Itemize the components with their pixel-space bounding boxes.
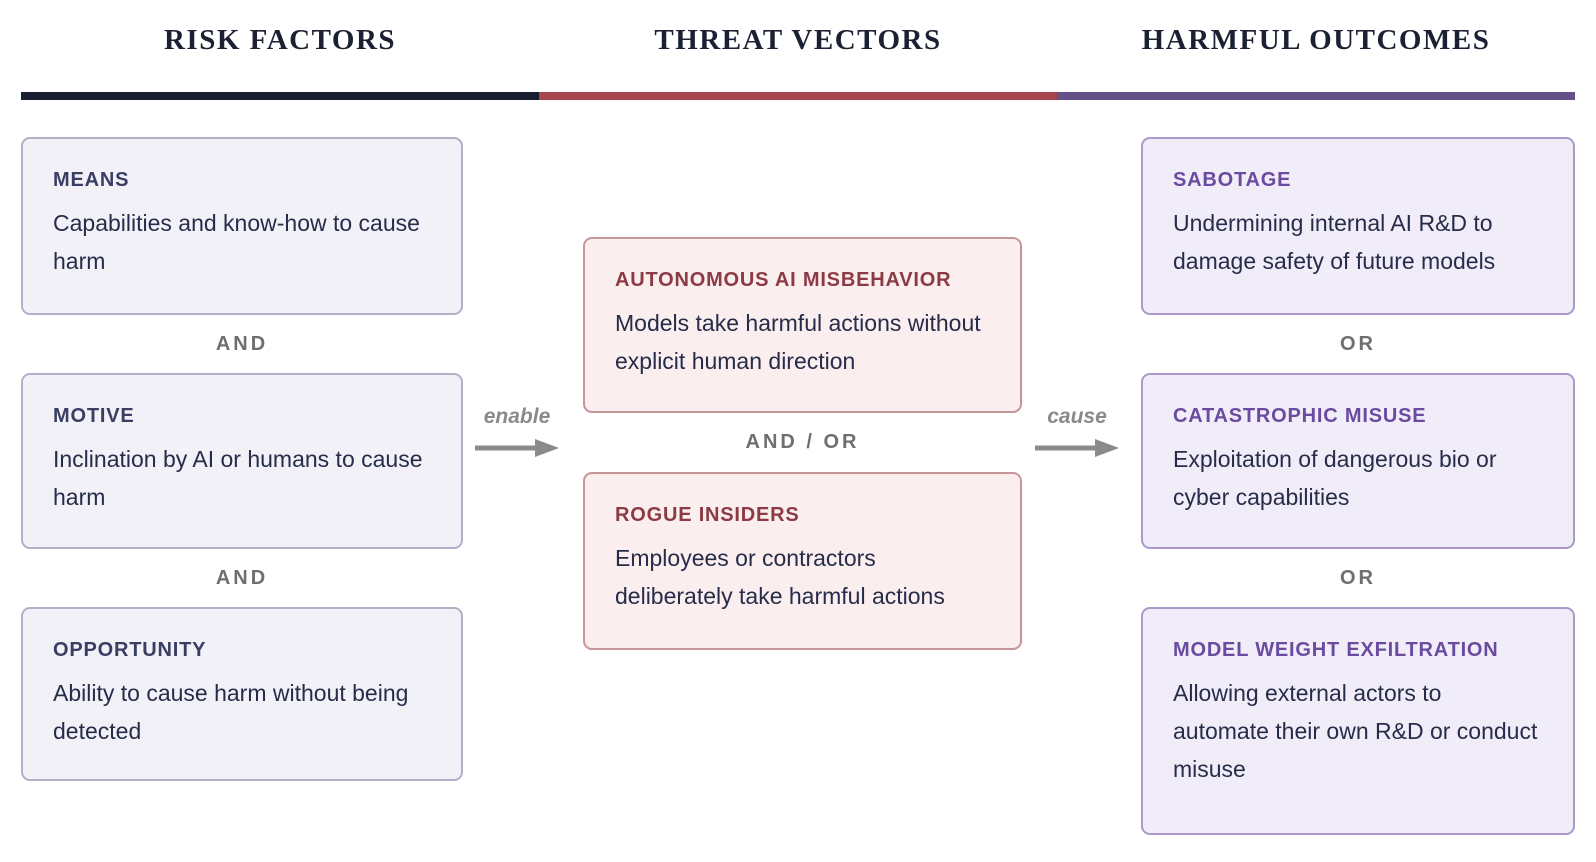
column-risk-factors: MEANS Capabilities and know-how to cause… — [21, 137, 463, 781]
box-motive-title: MOTIVE — [53, 405, 135, 427]
box-catastrophic-misuse: CATASTROPHIC MISUSE Exploitation of dang… — [1141, 373, 1575, 549]
cause-arrow-group: cause — [1030, 404, 1124, 457]
right-arrow-icon — [475, 439, 559, 457]
box-opportunity: OPPORTUNITY Ability to cause harm withou… — [21, 607, 463, 781]
box-sabotage-title: SABOTAGE — [1173, 169, 1292, 191]
box-autonomous-ai-misbehavior-body: Models take harmful actions without expl… — [615, 310, 981, 374]
box-opportunity-body: Ability to cause harm without being dete… — [53, 680, 409, 744]
divider-segment-risk — [21, 92, 539, 100]
connector-and-or: AND / OR — [745, 431, 860, 453]
connector-and-2: AND — [215, 566, 269, 589]
box-model-weight-exfiltration-title: MODEL WEIGHT EXFILTRATION — [1173, 639, 1499, 661]
enable-arrow-label: enable — [483, 405, 551, 428]
box-model-weight-exfiltration-body: Allowing external actors to automate the… — [1173, 680, 1538, 782]
box-rogue-insiders: ROGUE INSIDERS Employees or contractors … — [583, 472, 1022, 650]
box-motive-body: Inclination by AI or humans to cause har… — [53, 446, 423, 510]
cause-arrow-label: cause — [1047, 405, 1107, 428]
box-means-body: Capabilities and know-how to cause harm — [53, 210, 420, 274]
connector-and-1: AND — [215, 332, 269, 355]
box-means: MEANS Capabilities and know-how to cause… — [21, 137, 463, 315]
divider-segment-threat — [539, 92, 1057, 100]
right-arrow-icon — [1035, 439, 1119, 457]
connector-or-1: OR — [1340, 332, 1376, 355]
connector-or-2: OR — [1340, 566, 1376, 589]
box-opportunity-title: OPPORTUNITY — [53, 639, 207, 661]
box-rogue-insiders-body: Employees or contractors deliberately ta… — [615, 545, 945, 609]
box-means-title: MEANS — [53, 169, 130, 191]
header-threat-vectors: THREAT VECTORS — [654, 24, 942, 56]
divider-segment-outcome — [1057, 92, 1575, 100]
box-model-weight-exfiltration: MODEL WEIGHT EXFILTRATION Allowing exter… — [1141, 607, 1575, 835]
box-sabotage: SABOTAGE Undermining internal AI R&D to … — [1141, 137, 1575, 315]
box-catastrophic-misuse-body: Exploitation of dangerous bio or cyber c… — [1173, 446, 1497, 510]
box-motive: MOTIVE Inclination by AI or humans to ca… — [21, 373, 463, 549]
column-threat-vectors: AUTONOMOUS AI MISBEHAVIOR Models take ha… — [583, 237, 1022, 650]
box-autonomous-ai-misbehavior-title: AUTONOMOUS AI MISBEHAVIOR — [615, 269, 952, 291]
column-headers: RISK FACTORS THREAT VECTORS HARMFUL OUTC… — [21, 24, 1575, 57]
header-divider-bar — [21, 92, 1575, 100]
box-catastrophic-misuse-title: CATASTROPHIC MISUSE — [1173, 405, 1427, 427]
box-autonomous-ai-misbehavior: AUTONOMOUS AI MISBEHAVIOR Models take ha… — [583, 237, 1022, 413]
column-harmful-outcomes: SABOTAGE Undermining internal AI R&D to … — [1141, 137, 1575, 835]
header-harmful-outcomes: HARMFUL OUTCOMES — [1141, 24, 1491, 56]
header-risk-factors: RISK FACTORS — [163, 24, 397, 56]
box-sabotage-body: Undermining internal AI R&D to damage sa… — [1173, 210, 1496, 274]
box-rogue-insiders-title: ROGUE INSIDERS — [615, 504, 800, 526]
enable-arrow-group: enable — [470, 404, 564, 457]
